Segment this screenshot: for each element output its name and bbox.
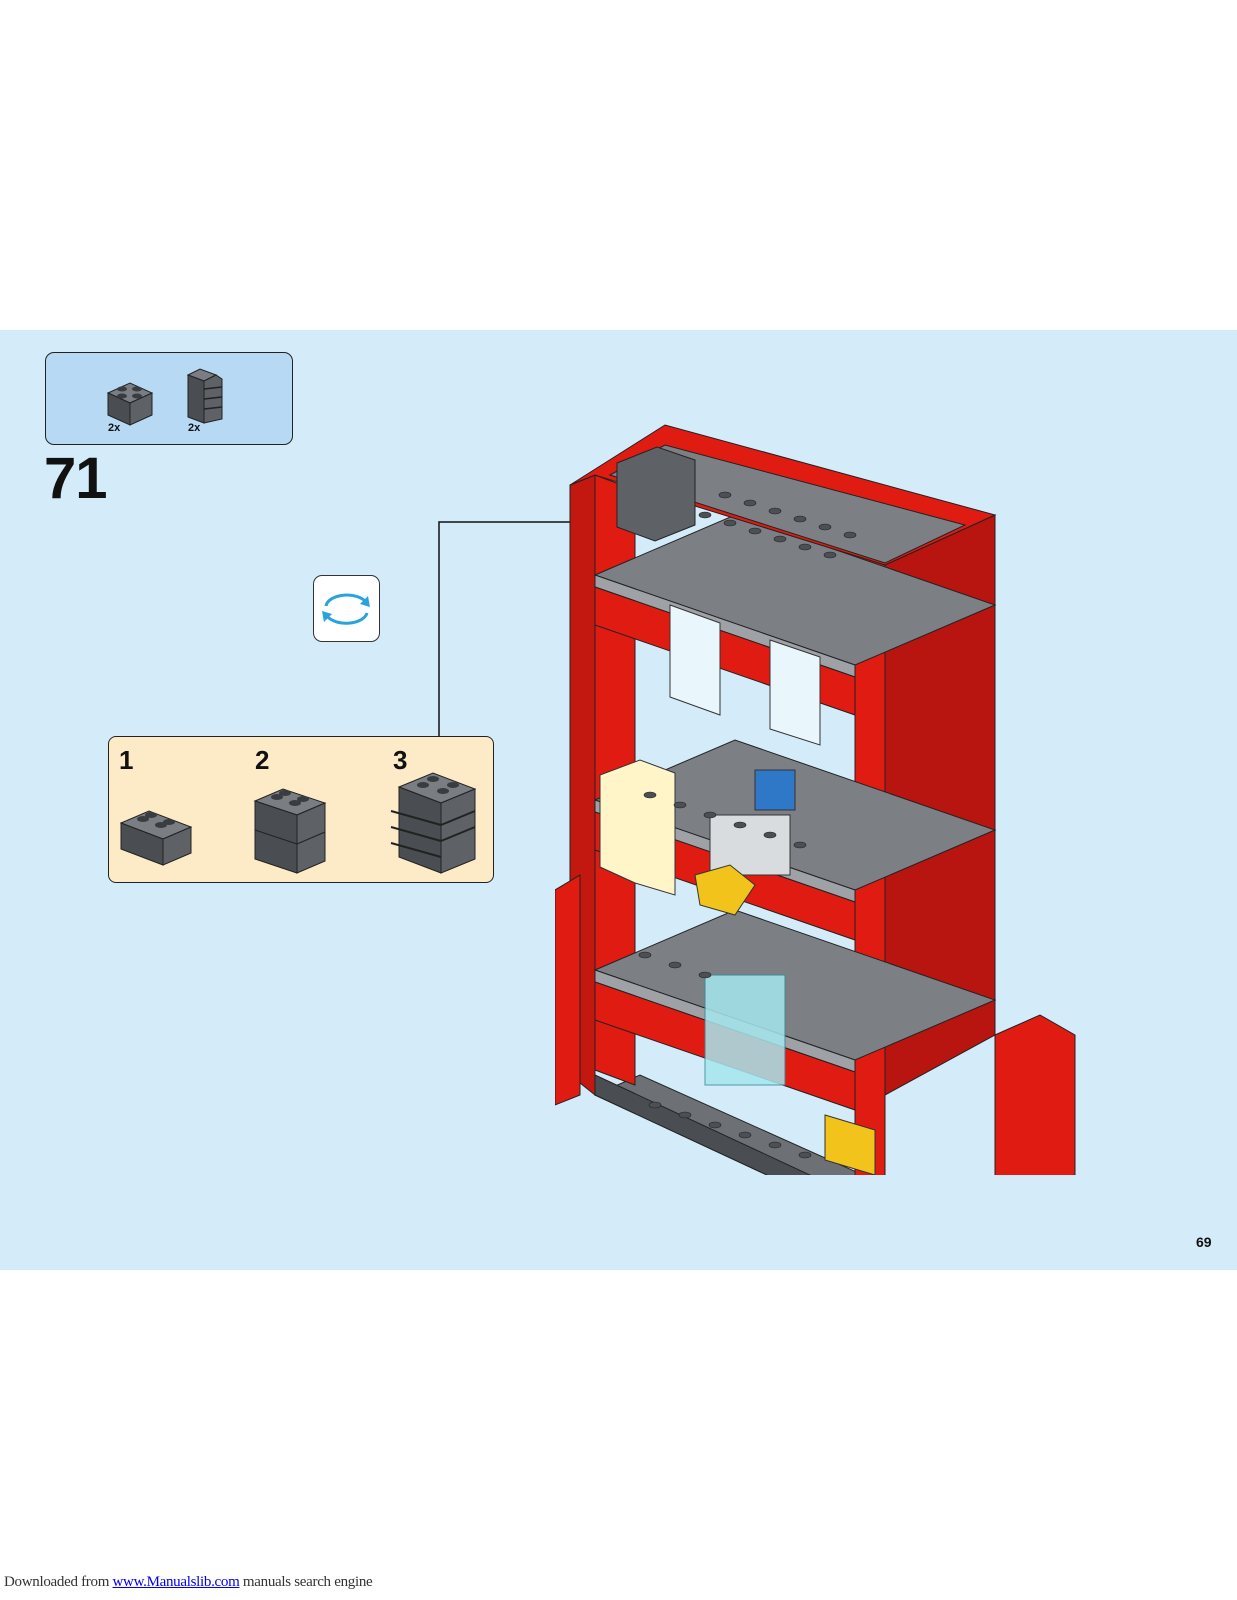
- download-footer: Downloaded from www.Manualslib.com manua…: [4, 1574, 373, 1591]
- sub-step-number: 2: [255, 745, 270, 775]
- part-quantity: 2x: [108, 422, 121, 434]
- page-number: 69: [1196, 1234, 1212, 1250]
- sub-step-3-brick-icon: [390, 772, 477, 874]
- sub-step-number: 3: [393, 745, 408, 775]
- rotate-indicator-box: [313, 575, 380, 642]
- sub-step-number: 1: [119, 745, 134, 775]
- brick-2x2-dark-gray-icon: [106, 382, 154, 426]
- rotate-arrows-icon: [322, 593, 370, 625]
- footer-suffix: manuals search engine: [239, 1574, 373, 1590]
- footer-prefix: Downloaded from: [4, 1574, 113, 1590]
- manualslib-link[interactable]: www.Manualslib.com: [112, 1574, 240, 1590]
- sub-step-2-brick-icon: [253, 788, 327, 874]
- step-number: 71: [44, 446, 108, 511]
- sub-step-callout: 1 2 3: [108, 736, 494, 883]
- instruction-panel: 2x 2x 71 1 2 3: [0, 330, 1237, 1270]
- panel-brick-with-grille-dark-gray-icon: [186, 368, 223, 424]
- fire-station-model-illustration: [555, 424, 1076, 1175]
- parts-list-box: 2x 2x: [45, 352, 293, 445]
- part-quantity: 2x: [188, 422, 201, 434]
- sub-step-1-brick-icon: [119, 810, 193, 866]
